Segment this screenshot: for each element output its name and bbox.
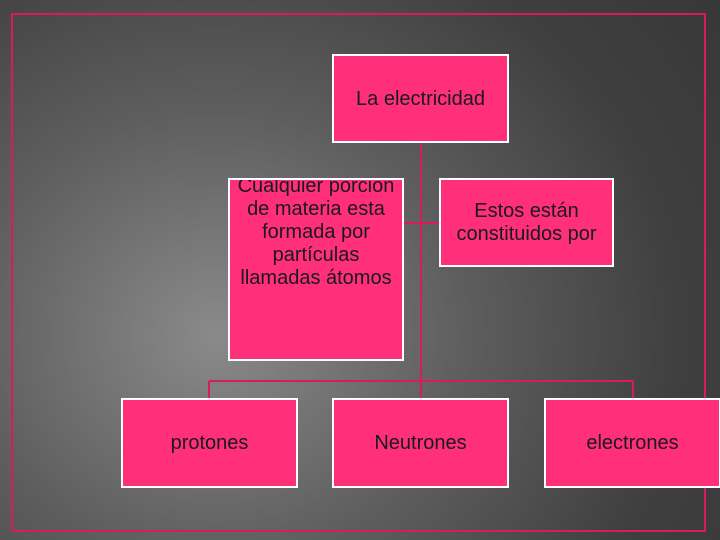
node-electrones: electrones <box>544 398 720 488</box>
node-root: La electricidad <box>332 54 509 143</box>
node-neutrones-label: Neutrones <box>374 431 467 454</box>
node-protones-label: protones <box>170 431 249 454</box>
node-neutrones: Neutrones <box>332 398 509 488</box>
node-description-label: Cualquier porción de materia esta formad… <box>237 178 395 289</box>
node-root-label: La electricidad <box>356 88 485 110</box>
node-protones: protones <box>121 398 298 488</box>
node-constituted-label: Estos están constituidos por <box>456 199 597 245</box>
node-description: Cualquier porción de materia esta formad… <box>228 178 404 361</box>
node-constituted: Estos están constituidos por <box>439 178 614 267</box>
node-electrones-label: electrones <box>586 431 679 454</box>
